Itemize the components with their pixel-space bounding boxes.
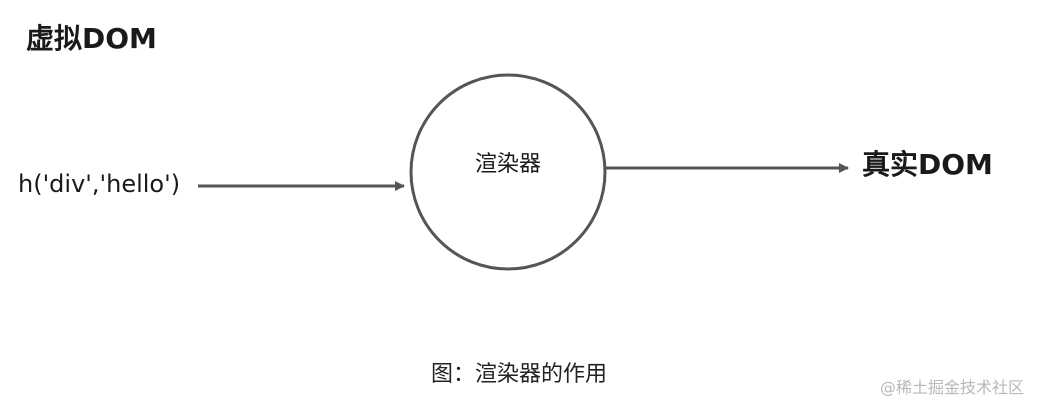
renderer-node-circle: [409, 73, 607, 271]
figure-caption: 图：渲染器的作用: [430, 362, 607, 387]
site-watermark: @稀土掘金技术社区: [879, 378, 1024, 397]
renderer-node-label: 渲染器: [474, 152, 541, 177]
real-dom-label: 真实DOM: [862, 148, 993, 181]
input-vnode-label: h('div','hello'): [18, 170, 181, 198]
virtual-dom-heading: 虚拟DOM: [26, 22, 157, 55]
